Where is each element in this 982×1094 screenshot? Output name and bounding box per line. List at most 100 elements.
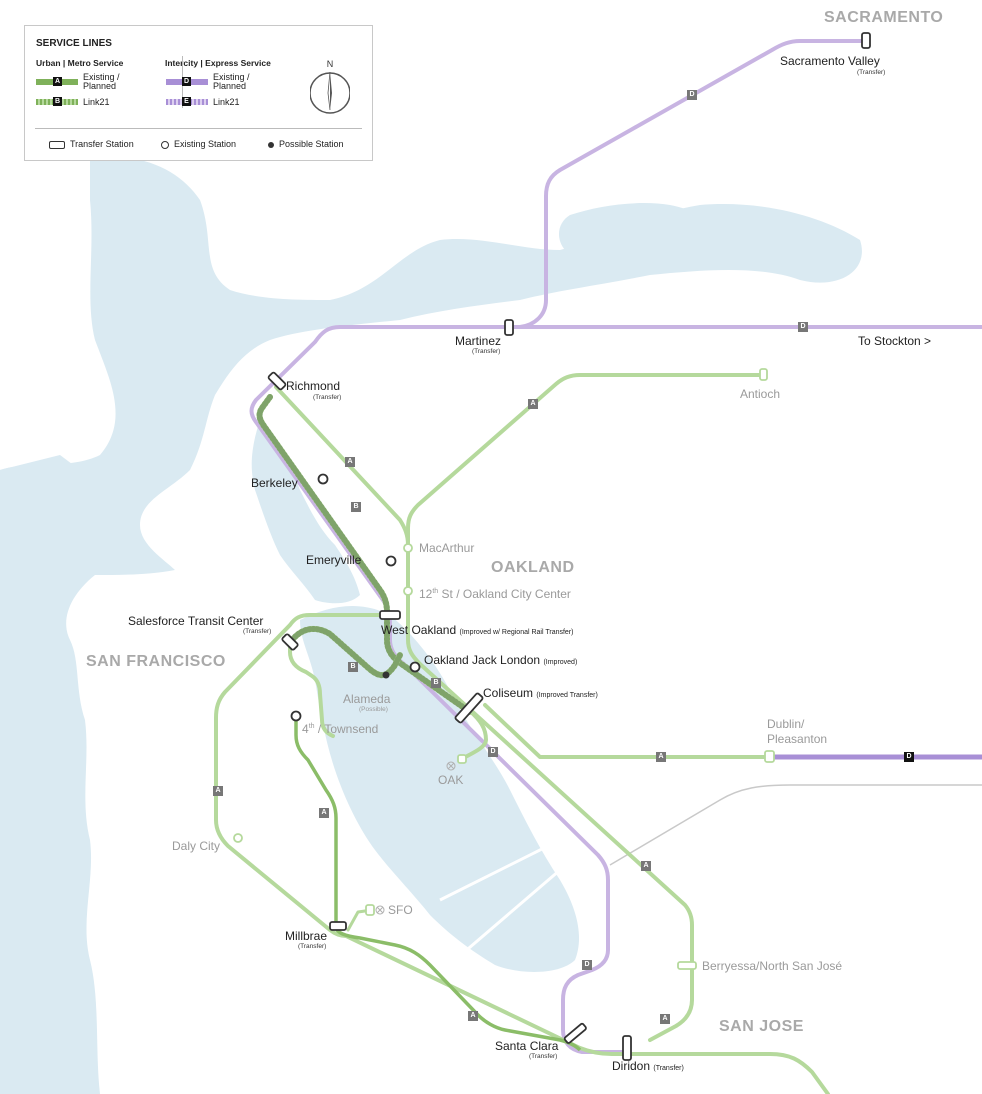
route-badge-d: D [904,752,914,762]
intercity-lines [249,39,982,1054]
bay-water [0,157,862,1094]
legend-title: SERVICE LINES [36,38,112,49]
label-jack-london-name: Oakland Jack London [424,653,541,667]
label-to-stockton: To Stockton > [858,334,932,348]
region-sacramento: SACRAMENTO [824,9,944,26]
transfer-station [504,319,514,336]
link21-lines [256,394,473,715]
route-badge-a: A [656,752,666,762]
route-badge-a: A [660,1014,670,1024]
label-dublin-line2: Pleasanton [767,732,828,746]
legend-badge-a: A [53,77,62,86]
urban-lines [214,373,830,1094]
legend-transfer-label: Transfer Station [70,139,134,149]
route-badge-a: A [468,1011,478,1021]
route-badge-a: A [345,457,355,467]
label-richmond: Richmond [286,379,341,393]
region-san-jose: SAN JOSE [719,1018,804,1035]
label-sfo: SFO [388,903,413,917]
label-coliseum-name: Coliseum [483,686,534,700]
transfer-station [379,610,401,620]
route-badge-d: D [582,960,592,970]
transfer-station [861,32,871,49]
label-west-oakland-name: West Oakland [381,623,457,637]
legend-possible-station: Possible Station [268,139,344,149]
label-martinez: Martinez [455,334,502,348]
route-badge-d: D [798,322,808,332]
label-alameda: Alameda [343,692,391,706]
label-oak: OAK [438,773,464,787]
region-oakland: OAKLAND [491,559,575,576]
label-12th-st: 12th St / Oakland City Center [419,585,571,601]
compass-north-label: N [327,59,334,69]
label-townsend-rest: / Townsend [314,722,379,736]
label-alameda-sub: (Possible) [359,706,388,713]
transfer-station [267,371,287,391]
label-macarthur: MacArthur [419,541,475,555]
label-sacramento-valley: Sacramento Valley [780,54,880,68]
label-salesforce-sub: (Transfer) [243,628,272,635]
gray-freight-route [609,784,982,866]
transfer-station [454,692,484,724]
label-millbrae: Millbrae [285,929,328,943]
label-coliseum: Coliseum (Improved Transfer) [483,687,598,702]
legend-label-urban-existing: Existing / Planned [83,72,120,91]
route-badge-b: B [431,678,441,688]
possible-station [382,671,390,679]
label-diridon-name: Diridon [612,1059,651,1073]
label-diridon: Diridon (Transfer) [612,1060,684,1075]
label-jack-london-note: (Improved) [543,659,578,666]
label-berkeley: Berkeley [251,476,298,490]
label-12th-st-sup: th [432,588,439,595]
label-diridon-sub: (Transfer) [653,1065,684,1072]
label-jack-london: Oakland Jack London (Improved) [424,654,577,669]
transfer-station [622,1035,632,1061]
legend-transfer-station: Transfer Station [49,139,134,149]
transfer-stations [267,32,871,1061]
route-badge-a: A [213,786,223,796]
label-west-oakland: West Oakland (Improved w/ Regional Rail … [381,624,574,639]
label-daly-city: Daly City [172,839,221,853]
route-badge-a: A [319,808,329,818]
legend-label-intercity-existing: Existing / Planned [213,72,250,91]
route-badge-a: A [641,861,651,871]
route-badge-d: D [687,90,697,100]
label-berryessa: Berryessa/North San José [702,959,843,973]
north-arrow-icon: N [310,59,350,114]
label-west-oakland-note: (Improved w/ Regional Rail Transfer) [459,629,574,636]
route-badge-b: B [348,662,358,672]
label-townsend: 4th / Townsend [302,720,378,736]
label-dublin-line1: Dublin/ [767,717,805,731]
legend-badge-b: B [53,97,62,106]
label-sacramento-valley-sub: (Transfer) [857,69,886,76]
label-townsend-num: 4 [302,722,309,736]
label-townsend-sup: th [308,723,315,730]
existing-stations [290,473,421,722]
label-12th-st-rest: St / Oakland City Center [438,587,571,601]
route-badge-a: A [528,399,538,409]
transfer-station-symbol [49,140,65,149]
legend-urban-header: Urban | Metro Service [36,58,124,68]
legend-divider-bottom [35,128,362,129]
transfer-station [563,1022,587,1044]
label-12th-st-num: 12 [419,587,433,601]
legend-existing-station: Existing Station [161,139,236,149]
transfer-station [329,921,347,931]
route-badge-b: B [351,502,361,512]
label-emeryville: Emeryville [306,553,362,567]
label-richmond-sub: (Transfer) [313,394,342,401]
label-santa-clara-sub: (Transfer) [529,1053,558,1060]
label-martinez-sub: (Transfer) [472,348,501,355]
label-santa-clara: Santa Clara [495,1039,559,1053]
legend: SERVICE LINES Urban | Metro Service Inte… [24,25,373,161]
legend-badge-d: D [182,77,191,86]
label-coliseum-note: (Improved Transfer) [536,692,598,699]
legend-label-urban-link21: Link21 [83,97,110,107]
region-san-francisco: SAN FRANCISCO [86,653,226,670]
transfer-station [281,633,299,651]
legend-intercity-header: Intercity | Express Service [165,58,271,68]
legend-badge-e: E [182,97,191,106]
label-antioch: Antioch [740,387,781,401]
legend-existing-label: Existing Station [174,139,237,149]
